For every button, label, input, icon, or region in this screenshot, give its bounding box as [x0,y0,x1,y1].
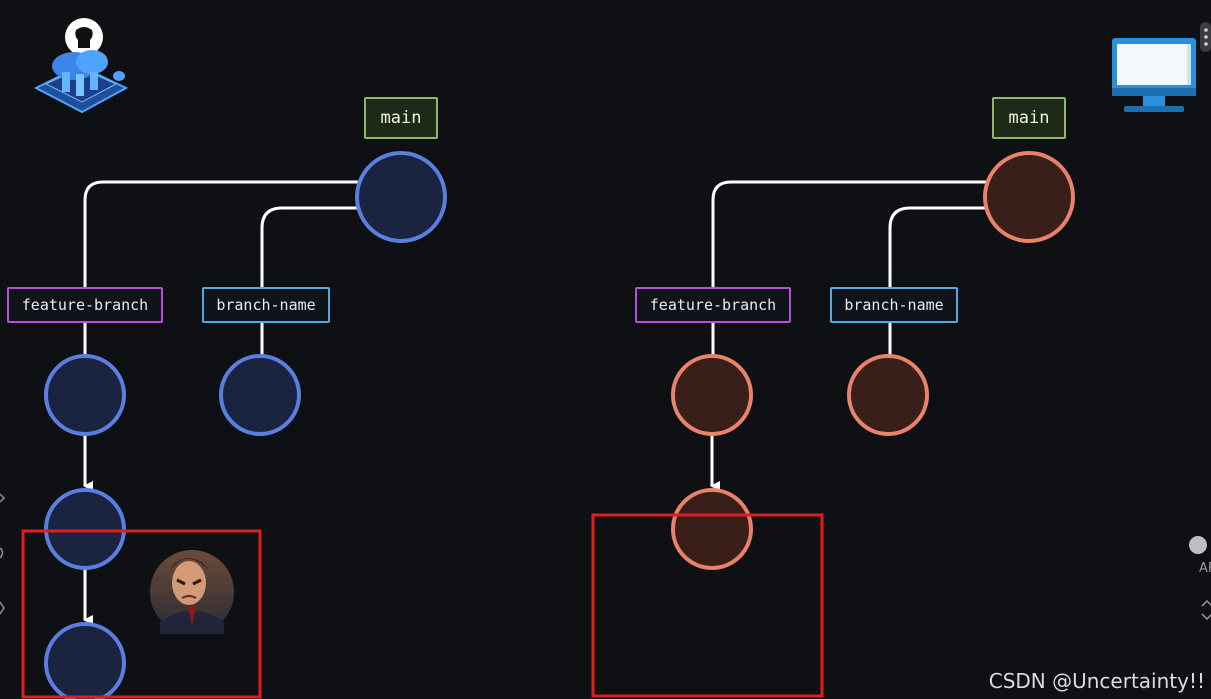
left-highlight-box [21,529,262,699]
watermark: CSDN @Uncertainty!! [988,669,1205,693]
right-main-label: main [992,97,1066,139]
left-feature-commit-node [44,354,126,436]
right-branch-name-label: branch-name [830,287,958,323]
left-branch-name-commit-node [219,354,301,436]
left-edge-controls[interactable] [0,493,6,615]
left-feature-commit-node-3 [44,622,126,699]
monitor-icon [1112,38,1196,112]
right-feature-commit-node-2 [671,488,753,570]
right-edge-toggle-dot[interactable] [1189,536,1207,554]
left-feature-branch-label: feature-branch [7,287,163,323]
left-feature-commit-node-2 [44,488,126,570]
right-edge-text: AF [1199,561,1211,576]
right-feature-commit-node [671,354,753,436]
right-feature-branch-label: feature-branch [635,287,791,323]
right-highlight-box [591,513,824,698]
right-branch-lines [710,180,986,491]
left-branch-name-label: branch-name [202,287,330,323]
right-edge-menu-icon[interactable] [1200,22,1211,52]
left-main-commit-node [355,151,447,243]
left-branch-lines [83,180,358,625]
right-main-commit-node [983,151,1075,243]
right-branch-name-commit-node [847,354,929,436]
github-cloud-icon [33,18,129,114]
left-main-label: main [364,97,438,139]
angry-man-avatar [150,550,234,634]
right-edge-expand-icon[interactable] [1201,599,1211,621]
